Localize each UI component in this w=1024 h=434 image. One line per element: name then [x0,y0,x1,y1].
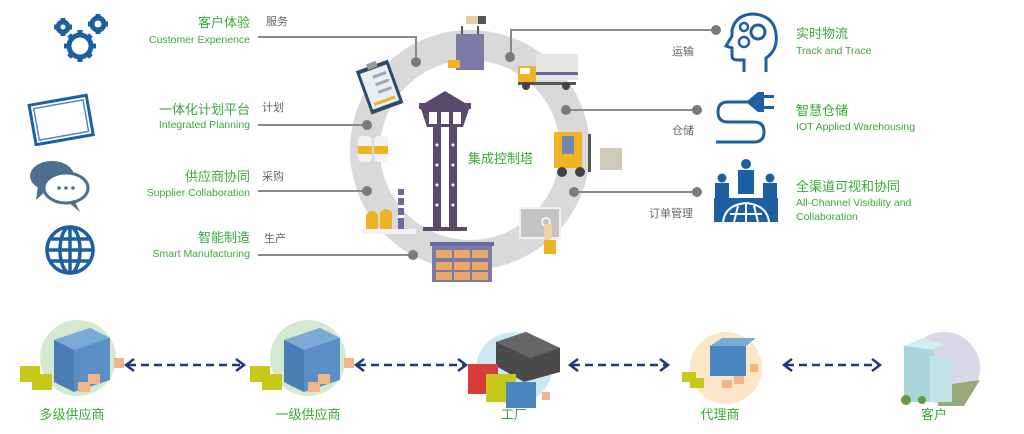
connector-line [258,36,416,38]
supply-chain-node [894,330,984,410]
capability-cn: 全渠道可视和协同 [796,180,901,195]
connector-line [258,124,366,126]
connector-line [566,109,698,111]
function-label: 采购 [262,170,284,183]
head-gears-icon [724,12,778,72]
capability-cn: 智慧仓储 [796,104,849,119]
chemical-plant-icon [362,189,416,234]
capability-cn: 智能制造 [197,231,250,246]
factory-icon [468,332,560,408]
shopping-bag-icon [448,16,486,70]
connector-dot [692,187,702,197]
capability-en: Supplier Collaboration [146,187,250,199]
connector-dot [711,25,721,35]
supply-chain-label: 一级供应商 [275,408,341,423]
connector-dot [362,186,372,196]
function-label: 仓储 [672,124,694,137]
function-label: 计划 [262,101,284,114]
capability-en: IOT Applied Warehousing [796,121,916,133]
control-tower-icon [419,91,471,231]
people-globe-icon [714,159,778,223]
supply-chain-label: 多级供应商 [39,408,105,423]
bidirectional-arrow [567,358,671,372]
office-building-icon [901,332,980,406]
forklift-icon [554,132,622,177]
connector-dot [362,120,372,130]
tablet-icon [27,93,95,146]
connector-dot [505,52,515,62]
connector-dot [569,187,579,197]
capability-en: All-Channel Visibility and [796,197,912,209]
capability-cn: 一体化计划平台 [158,103,250,118]
connector-line [258,254,412,256]
connector-dot [411,57,421,67]
chat-bubbles-icon [30,161,90,212]
warehouse-icon [20,320,124,396]
function-label: 服务 [266,15,288,28]
capability-en: Customer Experience [149,34,250,46]
bidirectional-arrow [781,358,883,372]
connector-line [574,191,698,193]
globe-icon [45,225,95,275]
supply-chain-node [248,318,358,398]
capability-cn: 供应商协同 [184,170,250,185]
connector-line [415,36,417,60]
warehouse-icon [250,320,354,396]
supply-chain-node [18,318,128,398]
connector-dot [561,105,571,115]
function-label: 生产 [264,232,286,245]
supply-chain-node [676,328,766,408]
function-label: 订单管理 [649,207,693,220]
gears-icon [54,14,108,62]
capability-en: Track and Trace [796,45,872,57]
capability-cn: 实时物流 [796,27,849,42]
function-label: 运输 [672,45,694,58]
warehouse-shelf-icon [430,242,494,282]
connector-line [510,29,512,55]
connector-dot [692,105,702,115]
connector-line [258,190,366,192]
center-title: 集成控制塔 [468,152,534,167]
supply-chain-label: 代理商 [700,408,740,423]
supply-chain-node [464,330,564,410]
truck-icon [518,54,578,90]
clipboard-icon [355,59,404,115]
supply-chain-label: 客户 [920,408,947,423]
gas-tanks-icon [358,136,388,162]
plug-icon [716,92,774,144]
touch-screen-icon [519,207,561,254]
bidirectional-arrow [353,358,469,372]
capability-en: Integrated Planning [158,119,250,131]
capability-en: Smart Manufacturing [152,248,250,260]
connector-dot [408,250,418,260]
capability-cn: 客户体验 [197,16,250,31]
distributor-icon [682,332,762,404]
connector-line [510,29,716,31]
capability-en: Collaboration [796,211,858,223]
supply-chain-label: 工厂 [500,408,527,423]
bidirectional-arrow [123,358,247,372]
